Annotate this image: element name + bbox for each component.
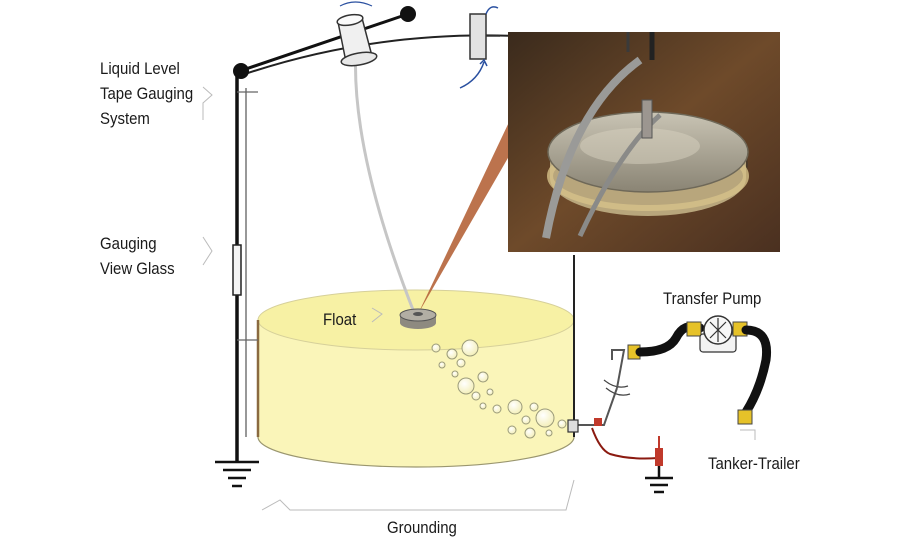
tank-bottom-rim [257,436,575,468]
label-pointers [202,86,756,511]
tape-gauging-line-2: Tape Gauging [100,84,194,103]
bubbles [431,339,567,439]
tape-reel [336,13,378,67]
transfer-pump-label: Transfer Pump [663,289,762,308]
grounding [215,418,673,494]
view-glass-line-2: View Glass [100,259,175,278]
pulley-right [400,6,416,22]
view-glass-line-1: Gauging [100,234,157,253]
tape-gauging-line-1: Liquid Level [100,59,180,78]
outlet-valve [567,419,579,433]
float-label: Float [323,310,357,329]
hose-to-trailer [741,325,772,417]
pump-inlet-fitting [686,321,702,337]
hose-bend-clip [603,379,631,396]
tape-line [354,47,417,316]
gauge-cable [236,12,409,74]
outlet-pipe [574,387,618,426]
transfer-line [567,315,772,433]
trailer-fitting [737,409,753,425]
ground-symbol-left [215,460,259,488]
ground-clip [655,448,663,466]
liquid-body [258,320,574,467]
ground-wire [591,427,659,460]
float [399,308,437,329]
view-glass-label: Gauging View Glass [100,231,175,281]
view-glass [232,244,242,296]
gauge-head [339,1,500,89]
tape-gauging-line-3: System [100,109,150,128]
tape-gauging-label: Liquid Level Tape Gauging System [100,56,193,131]
ground-symbol-right [645,466,673,494]
tape-gauging-system [232,1,575,462]
float-photo-inset [508,32,780,252]
photo-pointer-beam [418,120,516,314]
ground-clamp [594,418,602,426]
tanker-trailer-label: Tanker-Trailer [708,454,800,473]
grounding-label: Grounding [387,518,457,537]
transfer-pump [699,315,737,353]
pulley-left [233,63,249,79]
